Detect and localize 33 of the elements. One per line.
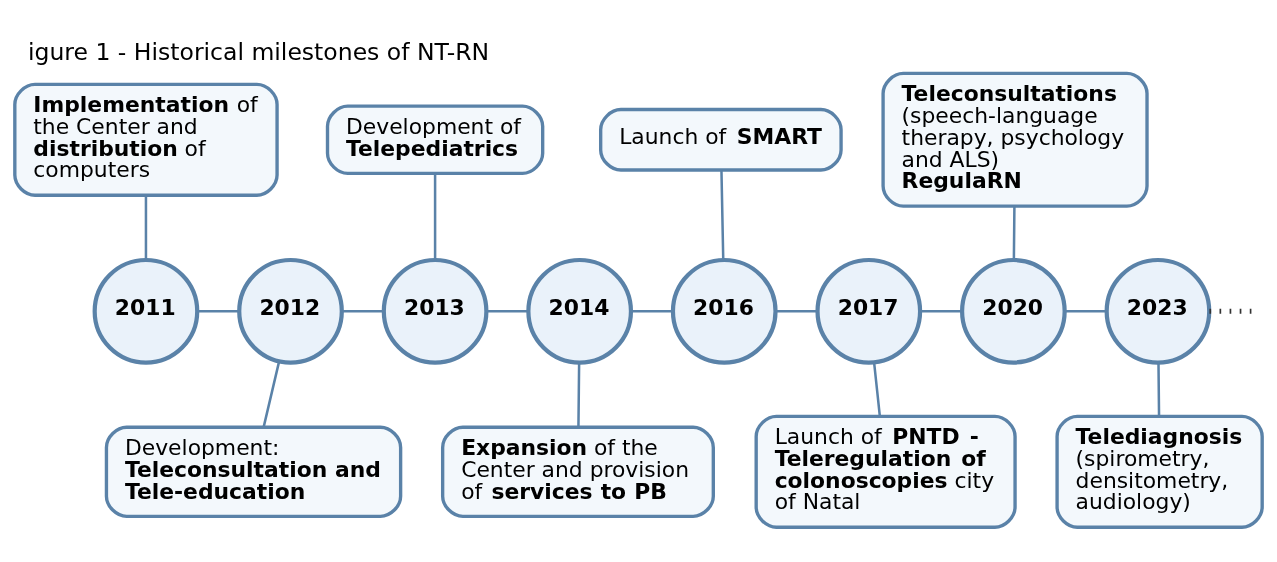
connector <box>1012 206 1016 260</box>
connector <box>262 361 281 428</box>
connector <box>920 310 962 313</box>
connector <box>144 195 148 260</box>
diagram-title: igure 1 - Historical milestones of NT-RN <box>27 38 490 67</box>
node-box: Expansion of the Center and provision of services to PB <box>441 425 715 519</box>
node-circle: 2020 <box>960 257 1067 365</box>
node-circle: 2017 <box>815 257 923 365</box>
node-circle: 2023 <box>1104 257 1212 365</box>
connector <box>1209 308 1252 314</box>
connector <box>872 362 882 416</box>
node-box: Launch of PNTD - Teleregulation of colonoscopies city of Natal <box>754 414 1017 529</box>
node-box: Development of Telepediatrics <box>325 104 545 176</box>
connector <box>433 173 437 260</box>
node-circle: 2013 <box>381 257 489 365</box>
connector <box>577 362 581 428</box>
connector <box>1157 362 1161 416</box>
node-box: Telediagnosis (spirometry, densitometry, audiology) <box>1055 414 1264 529</box>
node-box: Development: Teleconsultation and Tele-education <box>104 425 403 519</box>
node-box: Launch of SMART <box>599 107 843 172</box>
node-box: Implementation of the Center and distribution of computers <box>13 82 279 197</box>
node-circle: 2014 <box>526 257 634 365</box>
node-circle: 2012 <box>237 257 344 365</box>
connector <box>1064 310 1107 313</box>
node-circle: 2011 <box>92 257 200 365</box>
node-circle: 2016 <box>670 257 778 365</box>
connector <box>486 310 528 313</box>
connector <box>720 170 725 260</box>
connector <box>775 310 818 313</box>
connector <box>197 310 239 313</box>
node-box: Teleconsultations (speech-language therapy, psychology and ALS) RegulaRN <box>881 71 1149 208</box>
connector <box>631 310 673 313</box>
connector <box>341 310 384 313</box>
